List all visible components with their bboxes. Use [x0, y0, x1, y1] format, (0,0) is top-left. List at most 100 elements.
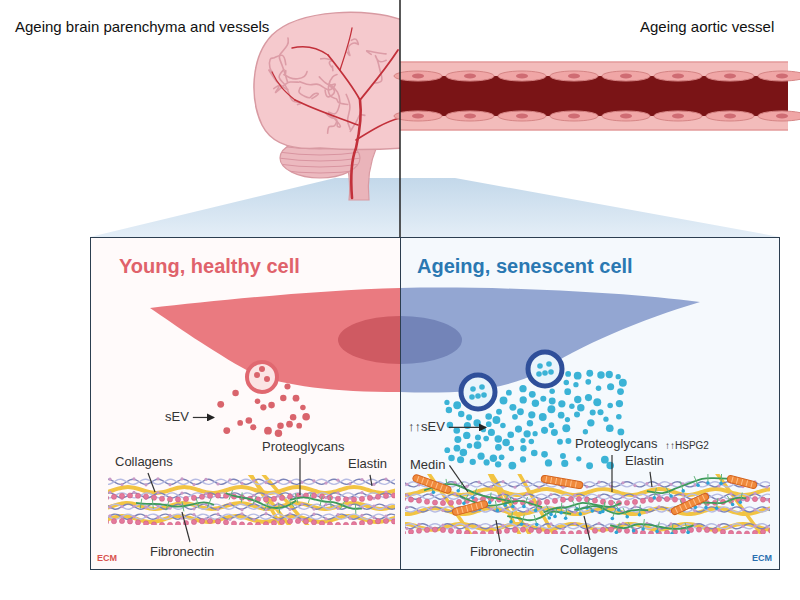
brain-gyrus [299, 87, 318, 98]
fibronectin-bead [295, 518, 300, 523]
fibronectin-bead [335, 522, 340, 525]
fibronectin-bead [560, 531, 565, 534]
fibronectin-bead [712, 528, 717, 533]
extracellular-vesicle [492, 416, 500, 424]
fibronectin-bead [424, 499, 429, 504]
fibronectin-bead [408, 497, 413, 502]
extracellular-vesicle [223, 427, 230, 434]
vesicle-pit [461, 375, 495, 409]
collagen-bead [669, 522, 672, 525]
extracellular-vesicle [557, 439, 563, 445]
extracellular-vesicle [520, 438, 525, 443]
fibronectin-bead [744, 531, 749, 534]
medin-stripe [417, 476, 419, 482]
extracellular-vesicle [617, 388, 624, 395]
fibronectin-bead [520, 527, 525, 532]
extracellular-vesicle [475, 434, 481, 440]
fibronectin-bead [351, 522, 356, 525]
collagen-bead [489, 485, 492, 488]
leader-line [496, 520, 500, 542]
extracellular-vesicle [250, 424, 256, 430]
brain-gyrus [300, 77, 335, 90]
fibronectin-bead [648, 531, 653, 534]
endothelial-nucleus [724, 114, 736, 119]
cerebrum [254, 12, 400, 149]
extracellular-vesicle [277, 423, 284, 430]
fibronectin-bead [448, 528, 453, 533]
collagen-bead [324, 481, 327, 484]
proteoglycan-dot [535, 523, 539, 527]
proteoglycan-dot [553, 515, 557, 519]
fibronectin-bead [608, 500, 613, 505]
zoom-fan [90, 178, 780, 237]
proteoglycan-dot [696, 483, 700, 487]
collagen-bead [156, 516, 159, 519]
medin-stripe [440, 485, 442, 491]
proteoglycan-chain [330, 497, 332, 507]
brain-vessel [272, 72, 295, 100]
fibronectin-bead [271, 496, 276, 501]
collagen-bead [300, 518, 303, 521]
fibronectin-bead [191, 519, 196, 524]
collagen-bead [405, 527, 408, 530]
endothelial-nucleus [776, 114, 788, 119]
endothelial-nucleus [672, 114, 684, 119]
proteoglycan-dot [669, 494, 673, 498]
proteoglycan-dot [653, 496, 657, 500]
collagen-bead [336, 491, 339, 494]
collagen-bead [168, 483, 171, 486]
collagen-bead [360, 514, 363, 517]
brain-vessel [328, 55, 360, 100]
extracellular-vesicle [583, 429, 588, 434]
fibronectin-bead [111, 494, 116, 499]
panel-ground [400, 237, 780, 570]
vessel-wall [400, 62, 788, 130]
fibronectin-bead [199, 494, 204, 499]
collagen-bead [216, 482, 219, 485]
extracellular-vesicle [597, 409, 603, 415]
extracellular-vesicle [569, 404, 574, 409]
collagen-bead [441, 523, 444, 526]
leader-line [449, 465, 468, 492]
extracellular-vesicle [619, 379, 627, 387]
collagen-bead [312, 507, 315, 510]
proteoglycan-dot [632, 529, 636, 533]
extracellular-vesicle [237, 420, 243, 426]
fibronectin-bead [552, 530, 557, 534]
region-label: Ageing aortic vessel [640, 18, 774, 35]
ecm-aged [405, 474, 770, 534]
extracellular-vesicle [558, 412, 565, 419]
panel-ground [90, 237, 400, 570]
collagen-bead [228, 518, 231, 521]
collagen-bead [312, 479, 315, 482]
fibronectin-bead [119, 518, 124, 523]
cerebellum-fold [278, 158, 362, 161]
collagen-bead [669, 483, 672, 486]
proteoglycan-chain [152, 499, 154, 509]
medin-stripe [556, 478, 557, 484]
proteoglycan-dot [520, 522, 524, 526]
medin-body [412, 474, 452, 494]
leader-line [299, 458, 300, 495]
extracellular-vesicle [549, 422, 555, 428]
collagen-bead [336, 479, 339, 482]
collagen-bead [276, 480, 279, 483]
extracellular-vesicle [549, 389, 554, 394]
endothelial-nucleus [464, 114, 476, 119]
leader-line [148, 473, 155, 492]
fibronectin-bead [143, 521, 148, 525]
collagen-bead [657, 483, 660, 486]
fibronectin-bead [367, 519, 372, 524]
extracellular-vesicle [444, 447, 450, 453]
ecm-tag: ECM [97, 553, 117, 563]
fibronectin-bead [752, 530, 757, 534]
collagen-bead [537, 486, 540, 489]
extracellular-vesicle [467, 443, 472, 448]
proteoglycan-dot [488, 501, 492, 505]
collagen-bead [144, 506, 147, 509]
collagen-bead [240, 508, 243, 511]
vesicle [537, 363, 543, 369]
extracellular-vesicle [532, 400, 539, 407]
extracellular-vesicle [515, 426, 522, 433]
extracellular-vesicle [547, 405, 555, 413]
